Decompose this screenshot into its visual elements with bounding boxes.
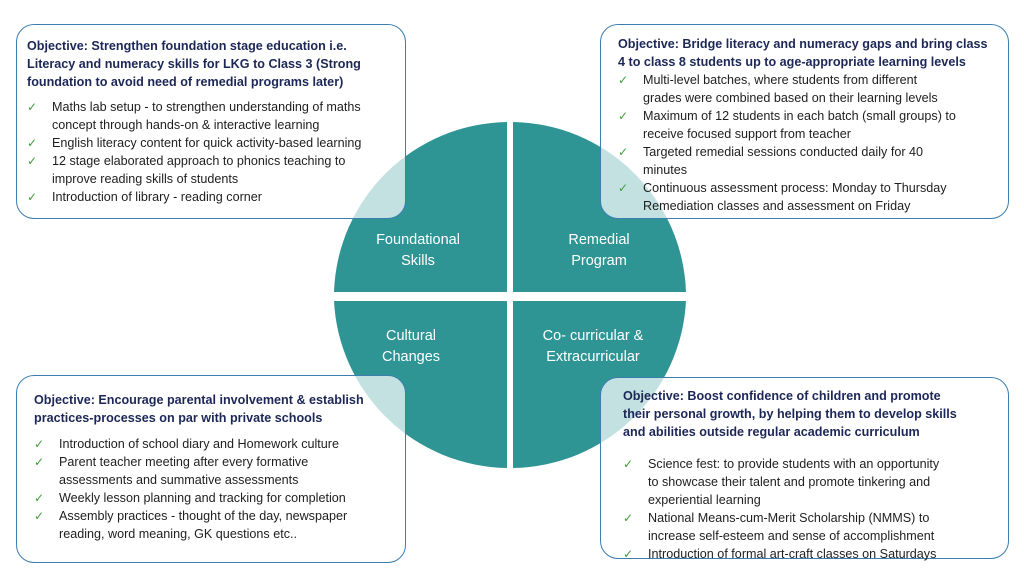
- check-icon: ✓: [34, 437, 45, 451]
- list-item: ✓Introduction of school diary and Homewo…: [34, 437, 340, 451]
- quadrant-label-cocurricular: Co- curricular &Extracurricular: [542, 328, 644, 365]
- quadrant-remedial-shape: [513, 122, 686, 292]
- check-icon: ✓: [618, 145, 629, 159]
- list-item: ✓National Means-cum-Merit Scholarship (N…: [623, 511, 935, 543]
- list-item: ✓Introduction of formal art-craft classe…: [623, 547, 937, 561]
- check-icon: ✓: [34, 455, 45, 469]
- list-item: ✓Continuous assessment process: Monday t…: [618, 181, 947, 213]
- check-icon: ✓: [618, 73, 629, 87]
- objective-text: Objective: Boost confidence of children …: [623, 389, 957, 439]
- objective-text: Objective: Encourage parental involvemen…: [34, 393, 364, 425]
- check-icon: ✓: [27, 100, 38, 114]
- check-icon: ✓: [27, 136, 38, 150]
- objective-box-cocurricular: Objective: Boost confidence of children …: [600, 377, 1009, 561]
- item-list: ✓Introduction of school diary and Homewo…: [34, 435, 395, 543]
- list-item: ✓12 stage elaborated approach to phonics…: [27, 154, 346, 186]
- quadrant-cultural-shape: [334, 301, 507, 468]
- check-icon: ✓: [618, 109, 629, 123]
- list-item: ✓Introduction of library - reading corne…: [27, 190, 262, 204]
- objective-box-remedial: Objective: Bridge literacy and numeracy …: [600, 24, 1009, 219]
- list-item: ✓Science fest: to provide students with …: [623, 457, 940, 507]
- quadrant-foundational-shape: [334, 122, 507, 292]
- item-list: ✓Maths lab setup - to strengthen underst…: [27, 98, 395, 206]
- check-icon: ✓: [623, 547, 634, 561]
- quadrant-cocurricular-shape: [513, 301, 686, 468]
- check-icon: ✓: [623, 511, 634, 525]
- check-icon: ✓: [27, 190, 38, 204]
- objective-text: Objective: Strengthen foundation stage e…: [27, 39, 361, 89]
- list-item: ✓Maximum of 12 students in each batch (s…: [618, 109, 956, 141]
- objective-text: Objective: Bridge literacy and numeracy …: [618, 37, 988, 69]
- list-item: ✓English literacy content for quick acti…: [27, 136, 362, 150]
- objective-box-foundational: Objective: Strengthen foundation stage e…: [16, 24, 406, 219]
- list-item: ✓Maths lab setup - to strengthen underst…: [27, 100, 361, 132]
- objective-box-cultural: Objective: Encourage parental involvemen…: [16, 375, 406, 563]
- list-item: ✓Parent teacher meeting after every form…: [34, 455, 309, 487]
- list-item: ✓Targeted remedial sessions conducted da…: [618, 145, 924, 177]
- check-icon: ✓: [618, 181, 629, 195]
- item-list: ✓Multi-level batches, where students fro…: [618, 71, 998, 215]
- check-icon: ✓: [27, 154, 38, 168]
- check-icon: ✓: [34, 509, 45, 523]
- list-item: ✓Multi-level batches, where students fro…: [618, 73, 938, 105]
- list-item: ✓Weekly lesson planning and tracking for…: [34, 491, 346, 505]
- list-item: ✓Assembly practices - thought of the day…: [34, 509, 348, 541]
- check-icon: ✓: [34, 491, 45, 505]
- check-icon: ✓: [623, 457, 634, 471]
- item-list: ✓Science fest: to provide students with …: [623, 455, 998, 563]
